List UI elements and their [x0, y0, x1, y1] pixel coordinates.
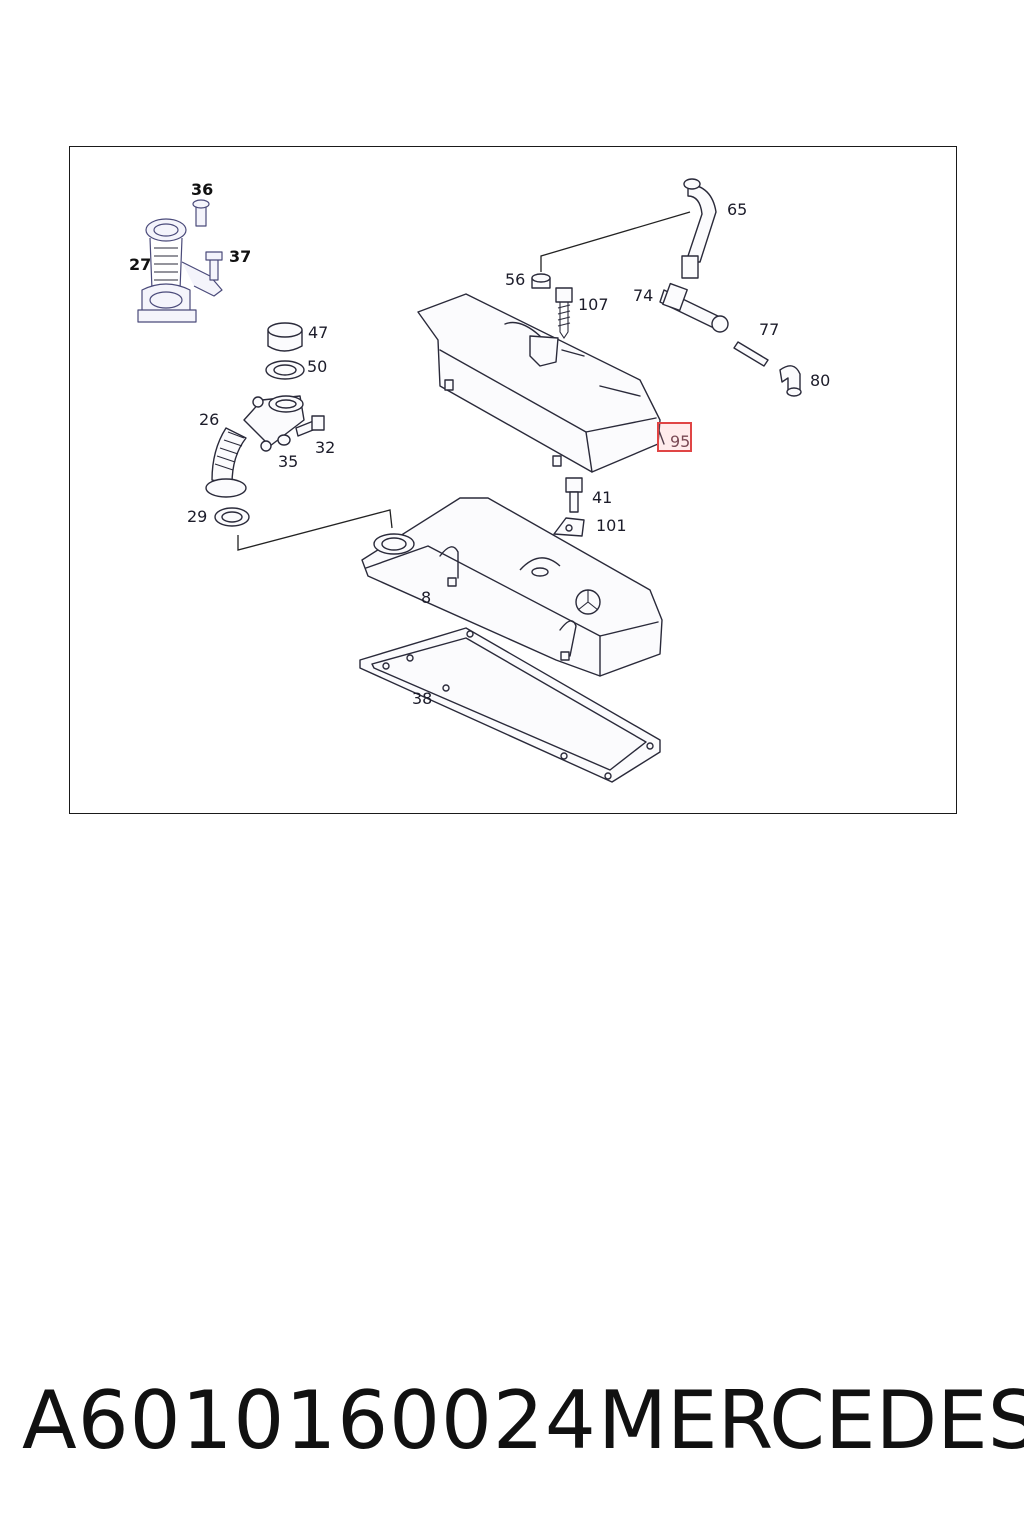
callout-65: 65: [727, 200, 748, 219]
nut-56: [531, 273, 551, 289]
callout-107: 107: [578, 295, 609, 314]
callout-74: 74: [633, 286, 654, 305]
callout-35: 35: [278, 452, 299, 471]
callout-95-highlight[interactable]: [657, 422, 692, 452]
washer-35: [277, 434, 291, 446]
callout-101: 101: [596, 516, 627, 535]
bolt-107: [555, 287, 573, 339]
callout-26: 26: [199, 410, 220, 429]
cover-95: [417, 293, 665, 473]
gasket-38: [359, 627, 661, 783]
bolt-32: [295, 415, 325, 437]
footer-caption: A6010160024 MERCEDES: [0, 1374, 1024, 1484]
valve-cover-8: [361, 497, 663, 677]
leader-56-to-65: [540, 211, 691, 272]
hose-65: [681, 178, 717, 279]
callout-32: 32: [315, 438, 336, 457]
bolt-41: [565, 477, 583, 513]
leader-29-to-8: [237, 509, 393, 551]
breather-pipe-26: [205, 395, 305, 498]
callout-29: 29: [187, 507, 208, 526]
callout-38: 38: [412, 689, 433, 708]
seal-29: [214, 507, 250, 527]
callout-8: 8: [421, 588, 432, 607]
seal-50: [265, 360, 305, 380]
cap-47: [267, 322, 303, 352]
tube-77: [733, 341, 769, 367]
filler-neck-assembly: [137, 199, 223, 323]
diagram-frame: [69, 146, 957, 814]
part-number: A6010160024: [22, 1374, 597, 1467]
callout-77: 77: [759, 320, 780, 339]
brand-name: MERCEDES: [598, 1374, 1024, 1467]
callout-80: 80: [810, 371, 831, 390]
pipe-74: [659, 282, 729, 333]
callout-95: 95: [670, 432, 691, 451]
callout-56: 56: [505, 270, 526, 289]
callout-47: 47: [308, 323, 329, 342]
callout-37: 37: [229, 247, 252, 266]
elbow-80: [779, 365, 802, 397]
callout-36: 36: [191, 180, 214, 199]
callout-50: 50: [307, 357, 328, 376]
callout-41: 41: [592, 488, 613, 507]
callout-27: 27: [129, 255, 152, 274]
